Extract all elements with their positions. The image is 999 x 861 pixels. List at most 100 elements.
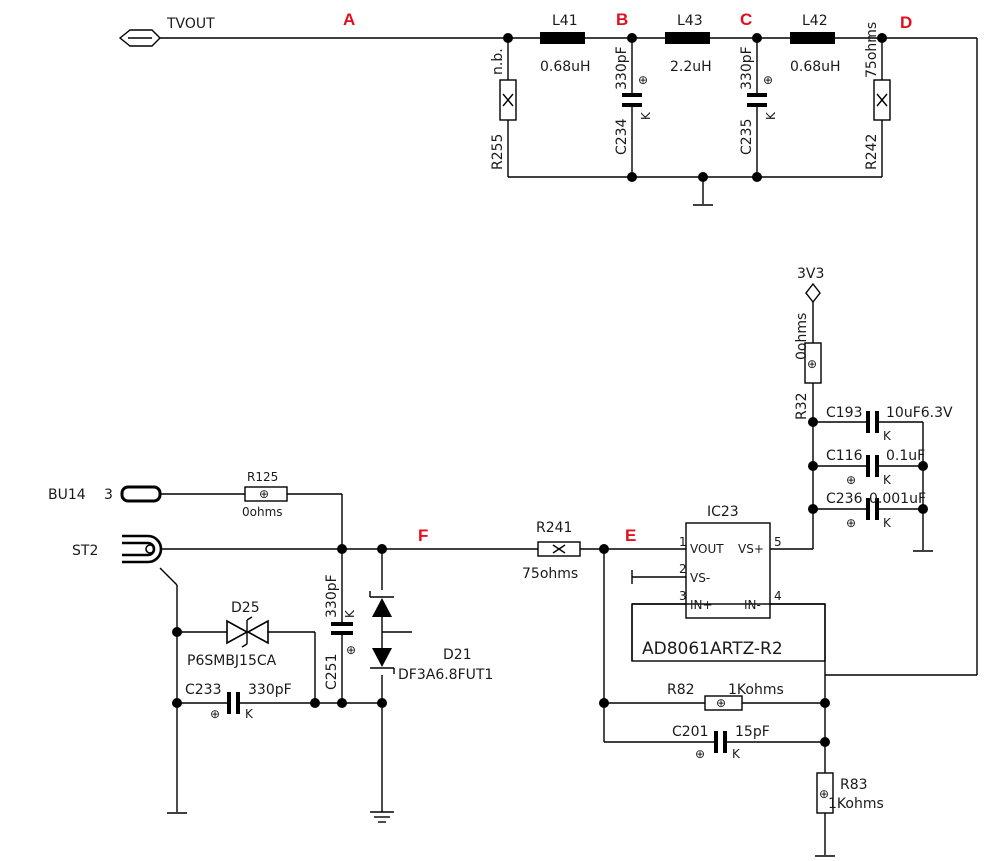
c193-tag: K	[883, 429, 892, 443]
ic23-part: AD8061ARTZ-R2	[642, 639, 783, 659]
v3v3-supply: 3V3	[797, 266, 824, 304]
c234-ref: C234	[614, 118, 630, 155]
tvout-connector: TVOUT	[118, 16, 215, 47]
d21-ref: D21	[443, 647, 472, 663]
polarity-icon: ⊕	[346, 643, 356, 657]
c233-value: 330pF	[248, 682, 292, 698]
capacitor-c251: C251 330pF K ⊕	[324, 574, 357, 690]
l43-value: 2.2uH	[670, 59, 712, 75]
polarity-icon: ⊕	[210, 707, 220, 721]
ground-symbols	[167, 204, 933, 857]
ic23-pin3-name: IN+	[690, 598, 713, 612]
ic23-pin4-name: IN-	[744, 598, 761, 612]
c116-ref: C116	[826, 448, 863, 464]
l41-ref: L41	[552, 13, 578, 29]
capacitor-c193: C193 10uF6.3V K	[826, 405, 953, 443]
ic23-pin4-number: 4	[774, 589, 782, 603]
ic23-op-amp: IC23 AD8061ARTZ-R2 1 VOUT 2 VS- 3 IN+ 5 …	[631, 504, 826, 662]
st2-connector: ST2	[72, 534, 163, 564]
capacitor-c201: C201 15pF K ⊕	[672, 724, 770, 761]
resistor-r83: ⊕ R83 1Kohms	[816, 772, 884, 814]
bu14-label: BU14	[48, 487, 86, 503]
c233-ref: C233	[185, 682, 222, 698]
node-markers: A B C D E F	[343, 10, 912, 545]
c236-tag: K	[883, 516, 892, 530]
node-label-c: C	[740, 10, 752, 29]
c193-value: 10uF6.3V	[886, 405, 953, 421]
inductor-l41: L41 0.68uH	[540, 13, 591, 75]
d21-part: DF3A6.8FUT1	[398, 667, 493, 683]
c251-tag: K	[343, 609, 357, 618]
d25-part: P6SMBJ15CA	[187, 653, 277, 669]
r242-ref: R242	[864, 134, 880, 170]
c235-value: 330pF	[739, 46, 755, 90]
r82-ref: R82	[667, 682, 695, 698]
bu14-pin-label: 3	[104, 487, 113, 503]
ic23-pin2-number: 2	[679, 562, 687, 576]
resistor-r82: ⊕ R82 1Kohms	[667, 682, 784, 711]
ic23-pin1-name: VOUT	[690, 542, 724, 556]
polarity-icon: ⊕	[695, 747, 705, 761]
ic23-pin3-number: 3	[679, 589, 687, 603]
c201-value: 15pF	[735, 724, 770, 740]
junction-dots	[172, 33, 928, 747]
c201-tag: K	[732, 747, 741, 761]
v3v3-label: 3V3	[797, 266, 824, 282]
r32-ref: R32	[794, 392, 810, 420]
r255-ref: R255	[490, 134, 506, 170]
r82-value: 1Kohms	[728, 682, 784, 698]
c251-value: 330pF	[324, 574, 340, 618]
c235-ref: C235	[739, 119, 755, 156]
node-label-e: E	[625, 526, 636, 545]
r241-ref: R241	[536, 520, 572, 536]
capacitor-c235: C235 330pF K ⊕	[739, 46, 778, 155]
resistor-r242: R242 75ohms	[864, 22, 891, 170]
ic23-pin5-name: VS+	[738, 542, 764, 556]
capacitor-c116: C116 0.1uF K ⊕	[826, 448, 925, 487]
c251-ref: C251	[324, 654, 340, 691]
r255-value: n.b.	[490, 48, 506, 75]
capacitor-c234: C234 330pF K ⊕	[614, 46, 653, 155]
tvout-label: TVOUT	[166, 16, 215, 32]
r242-value: 75ohms	[864, 22, 880, 78]
c234-tag: K	[639, 111, 653, 120]
resistor-marker-icon: ⊕	[819, 787, 829, 801]
r83-value: 1Kohms	[828, 796, 884, 812]
ic23-ref: IC23	[707, 504, 739, 520]
ic23-pin2-name: VS-	[690, 571, 710, 585]
capacitor-c236: C236 0.001uF K ⊕	[826, 491, 926, 530]
c236-value: 0.001uF	[869, 491, 926, 507]
polarity-icon: ⊕	[763, 73, 773, 87]
r125-value: 0ohms	[242, 505, 283, 519]
r125-ref: R125	[247, 470, 278, 484]
wires	[159, 37, 978, 855]
bu14-connector: BU14 3	[48, 485, 162, 503]
node-label-d: D	[900, 13, 912, 32]
st2-label: ST2	[72, 543, 98, 559]
resistor-marker-icon: ⊕	[716, 696, 726, 710]
c193-ref: C193	[826, 405, 863, 421]
r241-value: 75ohms	[522, 566, 578, 582]
inductor-l42: L42 0.68uH	[790, 13, 841, 75]
resistor-r241: R241 75ohms	[522, 520, 581, 582]
capacitor-c233: C233 330pF K ⊕	[185, 682, 292, 721]
c236-ref: C236	[826, 491, 863, 507]
c116-value: 0.1uF	[886, 448, 925, 464]
c116-tag: K	[883, 473, 892, 487]
ic23-pin1-number: 1	[679, 535, 687, 549]
l42-value: 0.68uH	[790, 59, 841, 75]
d25-ref: D25	[231, 600, 260, 616]
r83-ref: R83	[840, 777, 868, 793]
l41-value: 0.68uH	[540, 59, 591, 75]
l42-ref: L42	[802, 13, 828, 29]
node-label-b: B	[616, 10, 628, 29]
diode-d25: D25 P6SMBJ15CA	[187, 600, 277, 669]
resistor-r32: ⊕ R32 0ohms	[794, 313, 822, 420]
c235-tag: K	[764, 111, 778, 120]
resistor-marker-icon: ⊕	[259, 487, 269, 501]
l43-ref: L43	[677, 13, 703, 29]
polarity-icon: ⊕	[846, 516, 856, 530]
polarity-icon: ⊕	[638, 73, 648, 87]
inductor-l43: L43 2.2uH	[665, 13, 712, 75]
